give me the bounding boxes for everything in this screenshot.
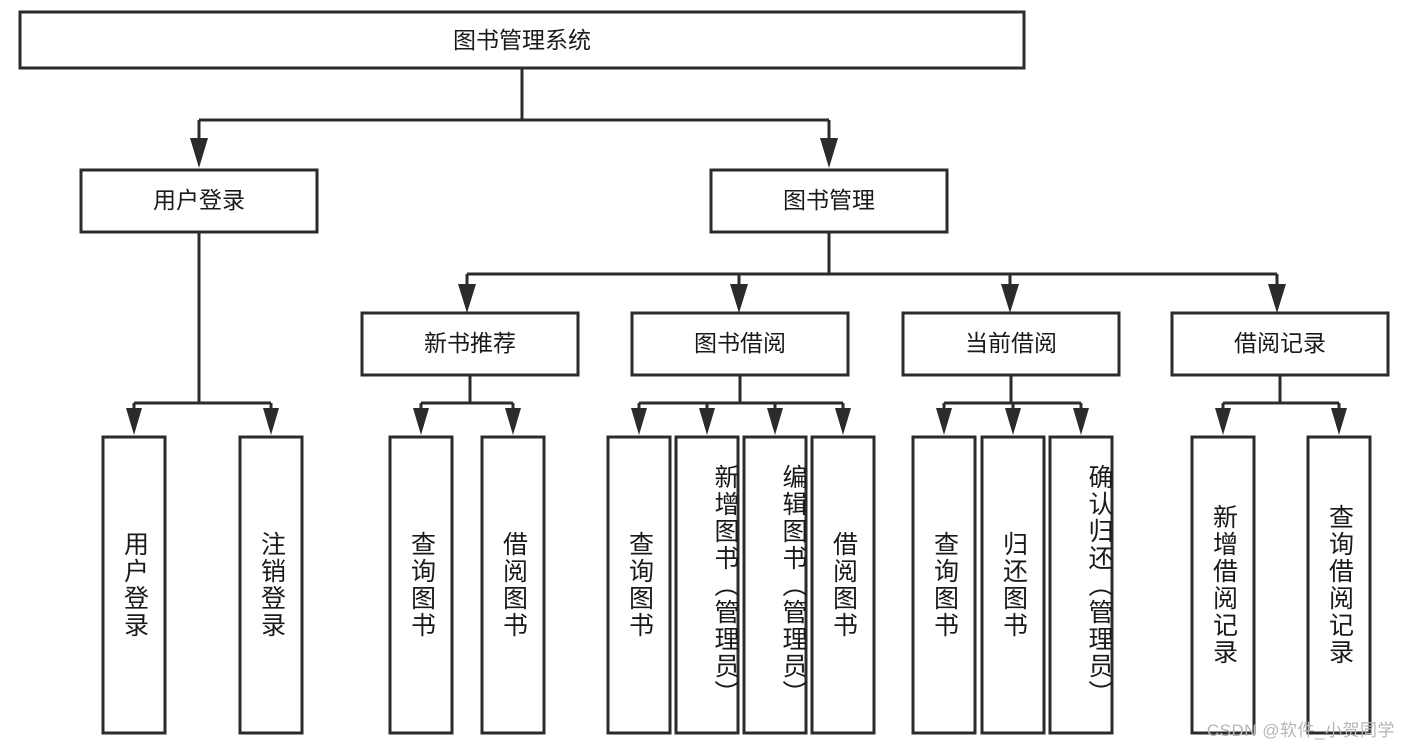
node-leaf-query-record-box[interactable] xyxy=(1306,435,1372,735)
node-leaf-query-book-1-box[interactable] xyxy=(388,435,454,735)
node-current-borrow-label: 当前借阅 xyxy=(965,330,1057,356)
node-leaf-user-login-box[interactable] xyxy=(101,435,167,735)
node-book-borrow-label: 图书借阅 xyxy=(694,330,786,356)
arrow-head-leaf-confirm-return xyxy=(1073,408,1089,435)
node-new-book-recommend-box[interactable] xyxy=(360,311,580,377)
node-user-login[interactable]: 用户登录 xyxy=(79,168,319,234)
arrow-head-leaf-return-book xyxy=(1005,408,1021,435)
arrow-head-book-management xyxy=(820,138,838,168)
arrow-head-leaf-add-record xyxy=(1215,408,1231,435)
node-book-management-label: 图书管理 xyxy=(783,187,875,213)
node-book-management-box[interactable] xyxy=(709,168,949,234)
connector-group-new-book-recommend xyxy=(413,375,521,435)
connector-group-current-borrow xyxy=(936,375,1089,435)
arrow-head-leaf-query-book-2 xyxy=(631,408,647,435)
arrow-head-new-book-recommend xyxy=(458,284,476,313)
connector-group-borrow-record xyxy=(1215,375,1347,435)
node-current-borrow-box[interactable] xyxy=(901,311,1121,377)
arrow-head-borrow-record xyxy=(1268,284,1286,313)
arrow-head-book-borrow xyxy=(730,284,748,313)
node-borrow-record[interactable]: 借阅记录 xyxy=(1170,311,1390,377)
node-new-book-recommend-label: 新书推荐 xyxy=(424,330,516,356)
node-root[interactable]: 图书管理系统 xyxy=(18,10,1026,70)
arrow-head-current-borrow xyxy=(1001,284,1019,313)
node-book-borrow[interactable]: 图书借阅 xyxy=(630,311,850,377)
connector-group-book-management xyxy=(458,232,1286,313)
arrow-head-leaf-query-record xyxy=(1331,408,1347,435)
arrow-head-leaf-query-book-3 xyxy=(936,408,952,435)
arrow-head-leaf-borrow-book-2 xyxy=(835,408,851,435)
node-leaf-add-book-box[interactable] xyxy=(674,435,740,735)
node-leaf-user-logout-box[interactable] xyxy=(238,435,304,735)
arrow-head-leaf-user-login xyxy=(126,408,142,435)
node-book-borrow-box[interactable] xyxy=(630,311,850,377)
node-borrow-record-label: 借阅记录 xyxy=(1234,330,1326,356)
connector-group-root xyxy=(190,68,838,168)
node-leaf-query-book-3-box[interactable] xyxy=(911,435,977,735)
node-current-borrow[interactable]: 当前借阅 xyxy=(901,311,1121,377)
node-leaf-borrow-book-1-box[interactable] xyxy=(480,435,546,735)
node-leaf-add-record-box[interactable] xyxy=(1190,435,1256,735)
node-root-label: 图书管理系统 xyxy=(453,27,591,53)
node-user-login-box[interactable] xyxy=(79,168,319,234)
arrow-head-leaf-borrow-book-1 xyxy=(505,408,521,435)
arrow-head-leaf-query-book-1 xyxy=(413,408,429,435)
node-user-login-label: 用户登录 xyxy=(153,187,245,213)
node-leaf-return-book-box[interactable] xyxy=(980,435,1046,735)
node-new-book-recommend[interactable]: 新书推荐 xyxy=(360,311,580,377)
arrow-head-leaf-user-logout xyxy=(263,408,279,435)
node-book-management[interactable]: 图书管理 xyxy=(709,168,949,234)
connector-group-user-login xyxy=(126,232,279,435)
node-leaf-confirm-return-box[interactable] xyxy=(1048,435,1114,735)
node-root-box[interactable] xyxy=(18,10,1026,70)
node-borrow-record-box[interactable] xyxy=(1170,311,1390,377)
watermark-text: CSDN @软件_小贺同学 xyxy=(1206,721,1395,740)
connector-group-book-borrow xyxy=(631,375,851,435)
arrow-head-leaf-edit-book xyxy=(767,408,783,435)
arrow-head-user-login xyxy=(190,138,208,168)
node-leaf-edit-book-box[interactable] xyxy=(742,435,808,735)
node-leaf-query-book-2-box[interactable] xyxy=(606,435,672,735)
arrow-head-leaf-add-book xyxy=(699,408,715,435)
node-leaf-borrow-book-2-box[interactable] xyxy=(810,435,876,735)
